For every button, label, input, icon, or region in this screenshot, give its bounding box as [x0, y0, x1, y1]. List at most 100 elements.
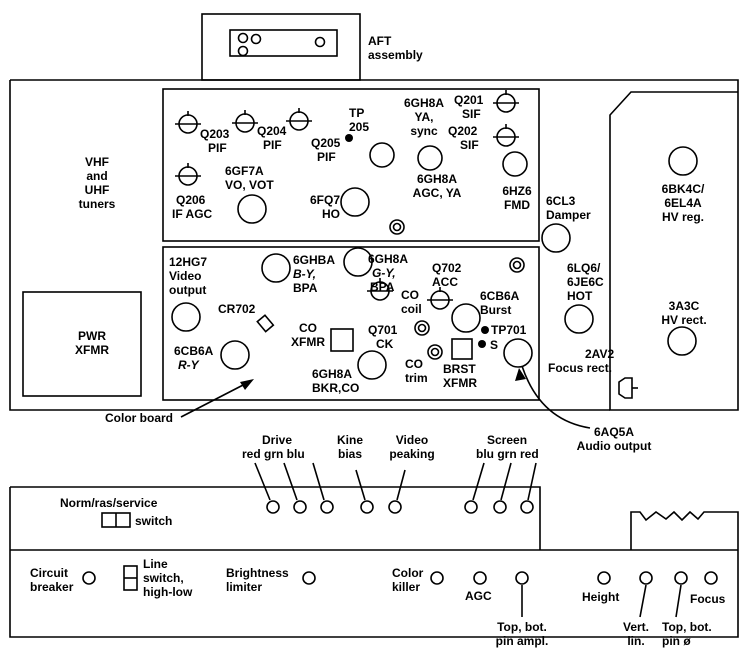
video-peaking-knob [388, 500, 402, 514]
screen-label: Screen [487, 433, 528, 447]
brightness-limiter-knob [302, 571, 316, 585]
top-bot-pin-phase-knob [674, 571, 688, 585]
height-label: Height [582, 590, 620, 604]
drive-colors-label: red grn blu [242, 447, 305, 461]
power-transformer-box [22, 291, 142, 397]
co-trim [427, 344, 443, 360]
tp701-test-point [481, 326, 489, 334]
drive-label: Drive [262, 433, 293, 447]
vert-lin-label: Vert.lin. [622, 620, 649, 648]
tube-6aq5a [503, 338, 533, 368]
tube-6bk4c [668, 146, 698, 176]
coil-color-board [509, 257, 525, 273]
tube-6cb6a-burst [451, 303, 481, 333]
height-knob [597, 571, 611, 585]
color-board-arrowhead [240, 379, 254, 390]
screen-grn-knob [493, 500, 507, 514]
tube-6gh8a-agc [417, 145, 443, 171]
transistor-q203 [175, 111, 201, 134]
transistor-q201 [493, 90, 519, 113]
transistor-q202 [493, 124, 519, 147]
agc-knob [473, 571, 487, 585]
transistor-q204 [232, 110, 258, 133]
tube-6gh8a-bkr [357, 350, 387, 380]
color-board [162, 246, 540, 401]
s-test-point [478, 340, 486, 348]
if-board [162, 88, 540, 242]
focus-knob [704, 571, 718, 585]
kine-bias-knob [360, 500, 374, 514]
top-bot-pin-ampl-label: Top, bot.pin ampl. [495, 620, 549, 648]
drive-blu-knob [320, 500, 334, 514]
focus-label: Focus [690, 592, 726, 606]
circuit-breaker-knob [82, 571, 96, 585]
coil-if-board [389, 219, 405, 235]
transistor-q701 [367, 278, 393, 301]
color-killer-knob [430, 571, 444, 585]
tube-6ghba [261, 253, 291, 283]
tube-6gf7a [237, 194, 267, 224]
cr702-label: CR702 [218, 302, 256, 316]
co-coil [414, 320, 430, 336]
aft-assembly-bracket [229, 29, 338, 57]
screen-blu-knob [464, 500, 478, 514]
tube-6gh8a-gy [343, 247, 373, 277]
transistor-q702 [427, 287, 453, 310]
rear-control-panel [10, 486, 541, 550]
norm-ras-service-label: Norm/ras/service [60, 496, 158, 510]
tp701-label: TP701 [491, 323, 527, 337]
screen-red-knob [520, 500, 534, 514]
cr702-diode [256, 314, 275, 333]
tube-12hg7 [171, 302, 201, 332]
audio-output-arrowhead [515, 368, 526, 381]
tube-6gh8a-sync [369, 142, 395, 168]
transistor-q205 [286, 108, 312, 131]
tube-3a3c [667, 326, 697, 356]
co-xfmr [330, 328, 354, 352]
top-bot-pin-phase-label: Top, bot.pin ø [662, 620, 712, 648]
vert-lin-knob [639, 571, 653, 585]
screen-colors-label: blu grn red [476, 447, 539, 461]
s-label: S [490, 338, 499, 352]
transistor-q206 [175, 163, 201, 186]
tube-6cb6a-ry [220, 340, 250, 370]
focus-rect-2av2 [618, 377, 633, 399]
drive-red-knob [266, 500, 280, 514]
tube-6hz6 [502, 151, 528, 177]
